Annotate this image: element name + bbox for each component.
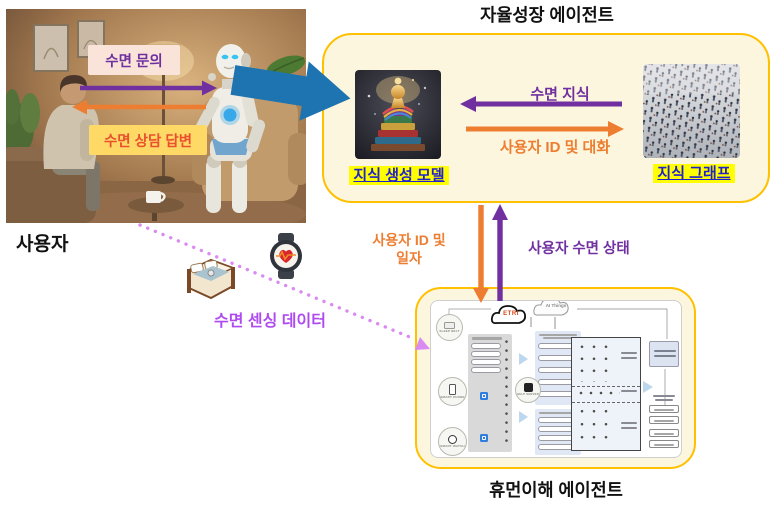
user-label: 사용자 bbox=[16, 234, 69, 255]
counselor-robot bbox=[192, 44, 306, 213]
living-room-illustration bbox=[6, 9, 306, 223]
persona-item-box bbox=[649, 429, 679, 437]
ai-things-cloud-label: AI Things bbox=[545, 303, 567, 308]
behavior-emotion-panel bbox=[571, 337, 641, 451]
user-robot-photo bbox=[6, 9, 306, 223]
sleep-state-arrow-head bbox=[492, 204, 508, 220]
persona-output-labels bbox=[649, 395, 679, 402]
smart-watch-device: SMART WATCH bbox=[438, 427, 467, 456]
knowledge-model-label: 지식 생성 모델 bbox=[334, 164, 464, 185]
knowledge-graph-image bbox=[643, 64, 740, 158]
leaf-decoration bbox=[266, 55, 306, 77]
user-id-date-label: 사용자 ID 및 일자 bbox=[372, 232, 446, 266]
user-person bbox=[6, 75, 100, 223]
etri-cloud-label: ETRI bbox=[503, 311, 519, 317]
persona-item-box bbox=[649, 405, 679, 413]
etri-cloud-shape bbox=[490, 305, 527, 325]
sleep-knowledge-label: 수면 지식 bbox=[530, 86, 590, 103]
app-icon bbox=[480, 392, 488, 400]
persona-item-box bbox=[649, 416, 679, 424]
persona-item-box bbox=[649, 440, 679, 448]
user-dialog-label: 사용자 ID 및 대화 bbox=[499, 139, 611, 156]
autonomous-agent-title: 자율성장 에이전트 bbox=[480, 5, 614, 25]
sleep-inquiry-label: 수면 문의 bbox=[88, 45, 180, 75]
persona-model-box bbox=[649, 341, 679, 367]
sleep-answer-label: 수면 상담 답변 bbox=[89, 125, 207, 155]
user-sleep-state-label: 사용자 수면 상태 bbox=[528, 241, 630, 257]
smart-phone-device: SMART PHONE bbox=[438, 377, 467, 406]
app-icon bbox=[480, 434, 488, 442]
coffee-table bbox=[128, 191, 184, 221]
picture-frames bbox=[33, 20, 105, 72]
sleep-belt-device: SLEEP BELT bbox=[436, 314, 463, 341]
sleep-sensing-data-label: 수면 센싱 데이터 bbox=[214, 313, 326, 330]
help-server: HELP SERVER bbox=[515, 377, 541, 403]
human-agent-title: 휴먼이해 에이전트 bbox=[489, 480, 623, 500]
bed-icon bbox=[187, 258, 235, 300]
sensor-icon-strip bbox=[503, 338, 511, 448]
smartwatch-icon bbox=[270, 233, 302, 279]
human-agent-inner-diagram: ETRI AI Things SLEEP BELT SMART PHONE SM… bbox=[430, 300, 682, 458]
knowledge-graph-label: 지식 그래프 bbox=[640, 162, 748, 183]
data-collection-panel bbox=[468, 334, 512, 452]
knowledge-model-image bbox=[355, 70, 441, 159]
ai-things-cloud-shape bbox=[533, 301, 569, 316]
